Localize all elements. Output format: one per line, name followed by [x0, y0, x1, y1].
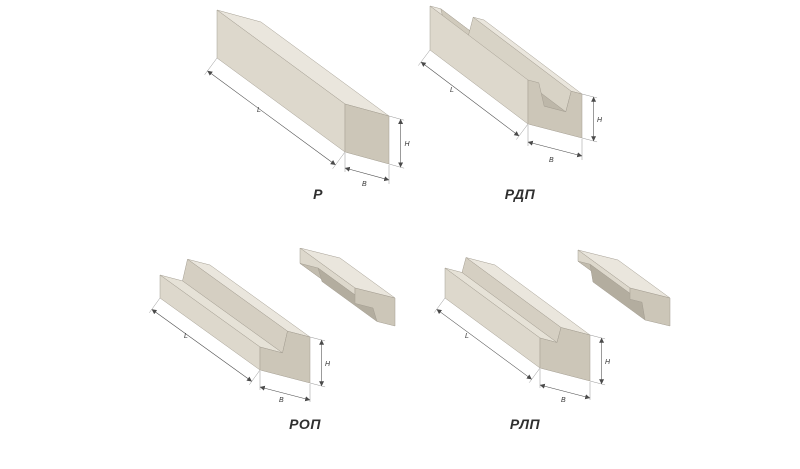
- figure-r: L H B: [195, 0, 415, 190]
- dim-label-width: B: [549, 157, 554, 164]
- figure-rlp-drawing: L H B: [434, 249, 671, 403]
- witness-line: [249, 369, 261, 385]
- dim-label-height: H: [325, 361, 331, 368]
- section-piece-rop: [299, 248, 396, 327]
- dimension-length: L: [434, 297, 541, 383]
- figure-rdp-drawing: L H B: [418, 5, 603, 164]
- figure-caption-rop: РОП: [289, 416, 321, 432]
- dimension-width: B: [344, 153, 390, 188]
- dimension-length: L: [149, 297, 261, 385]
- dim-label-width: B: [362, 181, 367, 188]
- dimension-width: B: [259, 371, 311, 403]
- dimension-height: H: [388, 115, 411, 169]
- piece-end-face: [354, 287, 396, 327]
- piece-end-face: [629, 287, 671, 327]
- dim-label-length: L: [465, 333, 469, 340]
- witness-line: [529, 367, 541, 383]
- dimension-width: B: [527, 125, 583, 164]
- witness-line: [418, 49, 431, 66]
- witness-line: [149, 297, 161, 313]
- witness-line: [516, 123, 529, 140]
- witness-line: [204, 57, 218, 75]
- figure-caption-r: Р: [313, 186, 323, 202]
- dimension-line: [151, 309, 252, 382]
- dim-label-height: H: [405, 141, 411, 148]
- beam-rop: [159, 258, 311, 384]
- witness-line: [434, 297, 446, 313]
- dim-label-height: H: [597, 117, 603, 124]
- dimension-length: L: [204, 57, 346, 169]
- dimension-line: [420, 61, 520, 137]
- witness-line: [332, 151, 346, 169]
- figure-rop: L H B: [140, 248, 410, 403]
- witness-line: [388, 115, 405, 121]
- witness-line: [309, 382, 326, 388]
- dimension-length: L: [418, 49, 529, 140]
- beam-end-face: [527, 79, 583, 139]
- dim-label-height: H: [605, 359, 611, 366]
- dim-label-length: L: [257, 107, 261, 114]
- figure-rop-drawing: L H B: [149, 248, 396, 403]
- dimension-line: [207, 70, 336, 166]
- dimension-height: H: [309, 336, 331, 388]
- dim-label-length: L: [450, 87, 454, 94]
- dimension-line: [344, 166, 390, 182]
- dimension-line: [436, 309, 532, 380]
- section-piece-rlp: [577, 249, 671, 327]
- dimension-line: [527, 140, 583, 158]
- witness-line: [589, 334, 606, 340]
- figure-r-drawing: L H B: [204, 9, 411, 188]
- dimension-line: [259, 385, 311, 402]
- witness-line: [589, 380, 606, 386]
- figure-caption-rdp: РДП: [504, 186, 536, 202]
- witness-line: [309, 336, 326, 342]
- dimension-width: B: [539, 369, 591, 403]
- witness-line: [388, 163, 405, 169]
- beam-rlp: [444, 257, 591, 382]
- dim-label-width: B: [561, 397, 566, 403]
- figure-caption-rlp: РЛП: [509, 416, 541, 432]
- witness-line: [581, 137, 598, 143]
- dimension-height: H: [589, 334, 611, 386]
- witness-line: [581, 93, 598, 99]
- dim-label-width: B: [279, 397, 284, 403]
- dimension-height: H: [581, 93, 603, 143]
- beam-rdp: [429, 5, 583, 139]
- figure-rlp: L H B: [425, 248, 675, 403]
- figure-rdp: L H B: [410, 0, 605, 165]
- dim-label-length: L: [184, 333, 188, 340]
- dimension-line: [539, 383, 591, 400]
